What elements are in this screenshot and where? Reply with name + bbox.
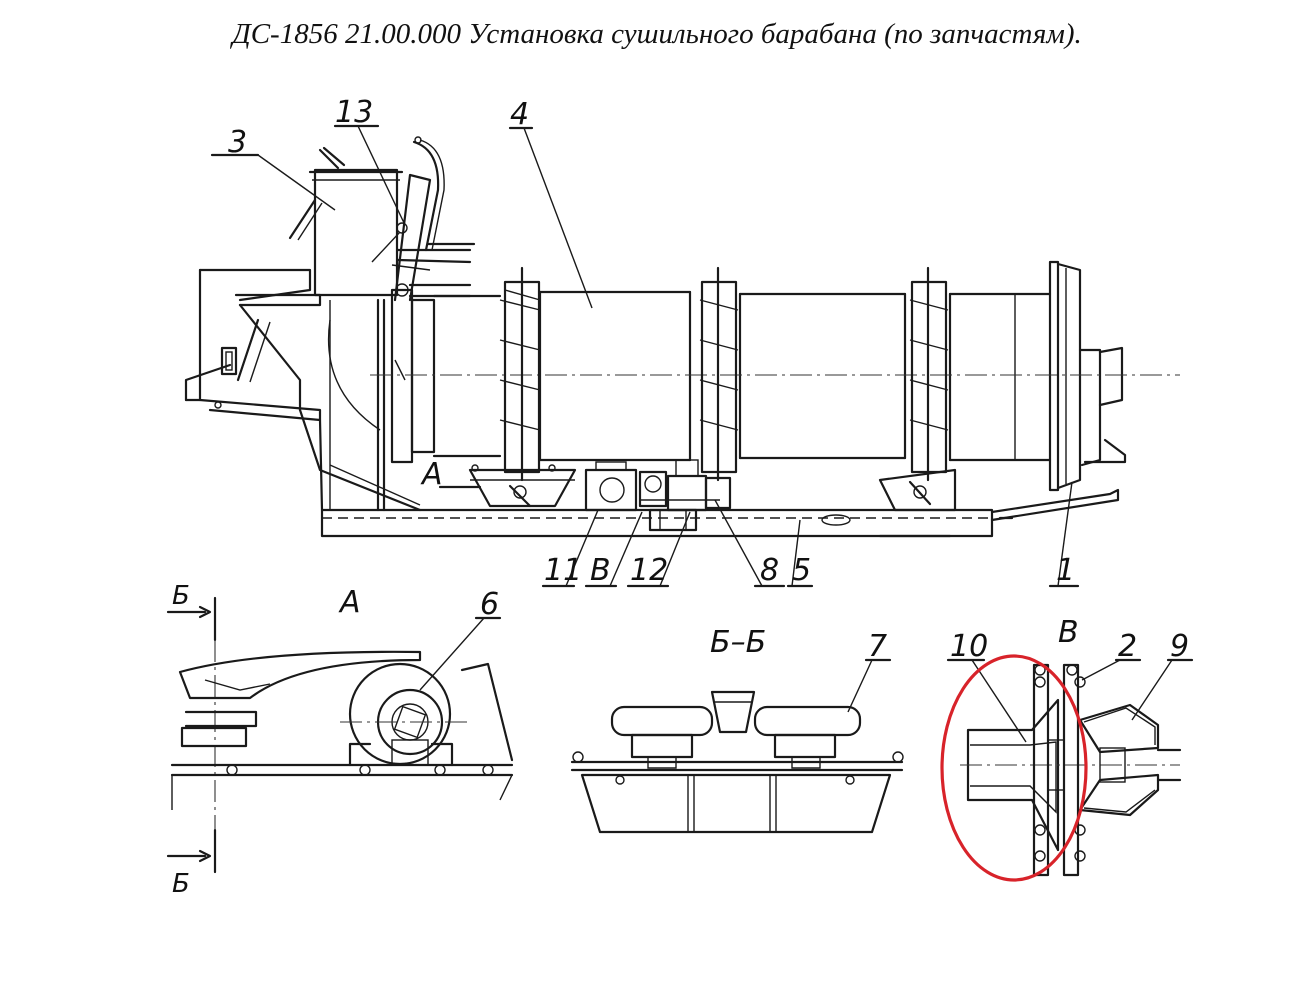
view-a-title: А <box>338 585 361 620</box>
detail-view-a: А Б Б <box>166 581 514 899</box>
callout-5-label: 5 <box>792 553 811 588</box>
callout-9: 9 <box>1131 629 1194 721</box>
callout-2-label: 2 <box>1118 629 1137 664</box>
callout-7: 7 <box>847 629 892 713</box>
callout-7-label: 7 <box>868 629 887 664</box>
callout-6: 6 <box>419 587 502 691</box>
view-a-marker: А <box>420 457 482 492</box>
loading-hopper <box>288 136 476 302</box>
drum-inlet-ring <box>390 283 436 464</box>
callout-8: 8 <box>714 499 786 588</box>
support-roller-right <box>878 468 957 512</box>
drying-drum <box>370 260 1180 492</box>
callout-1-label: 1 <box>1056 553 1075 588</box>
highlight-ellipse <box>940 654 1088 882</box>
page-title: ДС-1856 21.00.000 Установка сушильного б… <box>232 18 1082 50</box>
callout-12: 12 <box>626 511 691 588</box>
callout-12-label: 12 <box>630 553 668 588</box>
callout-8-label: 8 <box>760 553 779 588</box>
feed-chute <box>184 268 422 512</box>
callout-3: 3 <box>210 125 336 211</box>
main-assembly-view: А 3 13 4 11 В <box>184 95 1180 588</box>
callout-6-label: 6 <box>480 587 499 622</box>
bandage-ring-2 <box>699 266 739 482</box>
section-letter-top: Б <box>172 581 190 611</box>
callout-1: 1 <box>1048 481 1080 588</box>
callout-11: 11 <box>541 509 599 588</box>
bandage-ring-1 <box>499 266 541 482</box>
section-marker-top: Б <box>166 581 217 642</box>
callout-10: 10 <box>946 629 1027 743</box>
callout-v-label: В <box>590 553 611 588</box>
callout-5: 5 <box>786 519 814 588</box>
callout-3-label: 3 <box>228 125 247 160</box>
section-bb-view: Б–Б 7 <box>570 625 904 834</box>
view-v-title: В <box>1058 615 1079 650</box>
callout-4-label: 4 <box>510 97 529 132</box>
support-roller-left <box>468 464 577 508</box>
bandage-ring-3 <box>909 266 949 482</box>
callout-4: 4 <box>508 97 593 309</box>
base-frame <box>320 488 1120 538</box>
callout-9-label: 9 <box>1170 629 1189 664</box>
section-bb-title: Б–Б <box>710 625 766 660</box>
section-letter-bottom: Б <box>172 869 190 899</box>
callout-10-label: 10 <box>950 629 988 664</box>
callout-2: 2 <box>1081 629 1142 681</box>
drive-unit <box>584 459 732 532</box>
callout-V: В <box>584 511 643 588</box>
view-a-marker-label: А <box>420 457 443 492</box>
section-marker-bottom: Б <box>166 828 217 899</box>
callout-13-label: 13 <box>335 95 373 130</box>
callout-11-label: 11 <box>544 553 582 588</box>
callout-13: 13 <box>333 95 406 226</box>
detail-view-v: В 10 2 9 <box>940 615 1194 882</box>
